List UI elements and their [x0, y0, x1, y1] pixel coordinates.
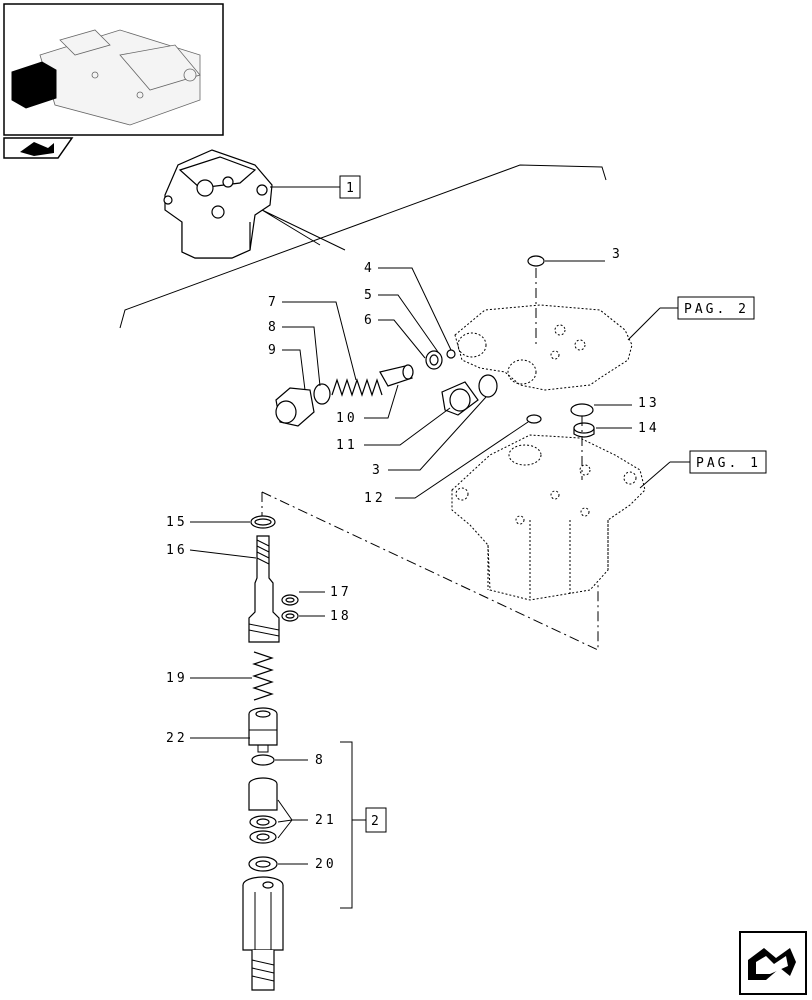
part-label-21: 21: [315, 813, 337, 828]
seat-6: [425, 350, 443, 370]
seal-14: [573, 422, 595, 438]
plunger-10: [379, 364, 414, 387]
plug-9: [275, 387, 315, 427]
part-label-22: 22: [166, 731, 188, 746]
valve-body-pag-2: [454, 268, 633, 391]
o-ring-3: [527, 255, 545, 267]
detail-projection-line: [261, 209, 346, 251]
o-ring-12: [526, 414, 542, 424]
svg-text:PAG. 2: PAG. 2: [684, 302, 749, 317]
part-label-18: 18: [330, 609, 352, 624]
o-ring-8b: [251, 754, 275, 766]
part-label-14: 14: [638, 421, 660, 436]
group-2-bracket: [340, 741, 353, 909]
part-label-16: 16: [166, 543, 188, 558]
svg-text:1: 1: [346, 181, 357, 196]
group-1-callout[interactable]: 1: [339, 175, 361, 199]
o-ring-8: [313, 383, 331, 405]
valve-body-pag-1: [451, 416, 646, 601]
assembly-thumbnail[interactable]: [3, 3, 224, 136]
rod-16: [248, 535, 280, 643]
part-label-8: 8: [268, 320, 279, 335]
part-label-8b: 8: [315, 753, 326, 768]
group-2-callout[interactable]: 2: [365, 807, 387, 833]
spring-7: [331, 378, 383, 397]
part-label-13: 13: [638, 396, 660, 411]
part-label-12: 12: [364, 491, 386, 506]
adapter-fitting: [242, 876, 284, 991]
part-label-19: 19: [166, 671, 188, 686]
part-label-7: 7: [268, 295, 279, 310]
catalog-book-icon[interactable]: [3, 137, 74, 159]
part-label-11: 11: [336, 438, 358, 453]
part-label-3: 3: [612, 247, 623, 262]
pag-2-callout[interactable]: PAG. 2: [677, 296, 755, 320]
plug-11: [441, 381, 479, 416]
cup-22: [248, 707, 278, 753]
part-label-17: 17: [330, 585, 352, 600]
part-label-5: 5: [364, 288, 375, 303]
projection-line: [261, 491, 599, 651]
part-label-3b: 3: [372, 463, 383, 478]
ball-4: [446, 349, 456, 359]
spring-19: [252, 651, 274, 701]
part-label-20: 20: [315, 857, 337, 872]
piston-21: [248, 777, 278, 844]
part-label-9: 9: [268, 343, 279, 358]
part-label-10: 10: [336, 411, 358, 426]
next-page-arrow-icon[interactable]: [739, 931, 807, 995]
svg-text:PAG. 1: PAG. 1: [696, 456, 761, 471]
part-label-6: 6: [364, 313, 375, 328]
pag-1-callout[interactable]: PAG. 1: [689, 450, 767, 474]
svg-text:2: 2: [371, 814, 382, 829]
o-ring-3b: [478, 374, 498, 398]
valve-body-group-1: [163, 149, 273, 259]
part-label-15: 15: [166, 515, 188, 530]
o-ring-13: [570, 403, 594, 417]
part-label-4: 4: [364, 261, 375, 276]
detail-boundary-line: [119, 164, 607, 329]
